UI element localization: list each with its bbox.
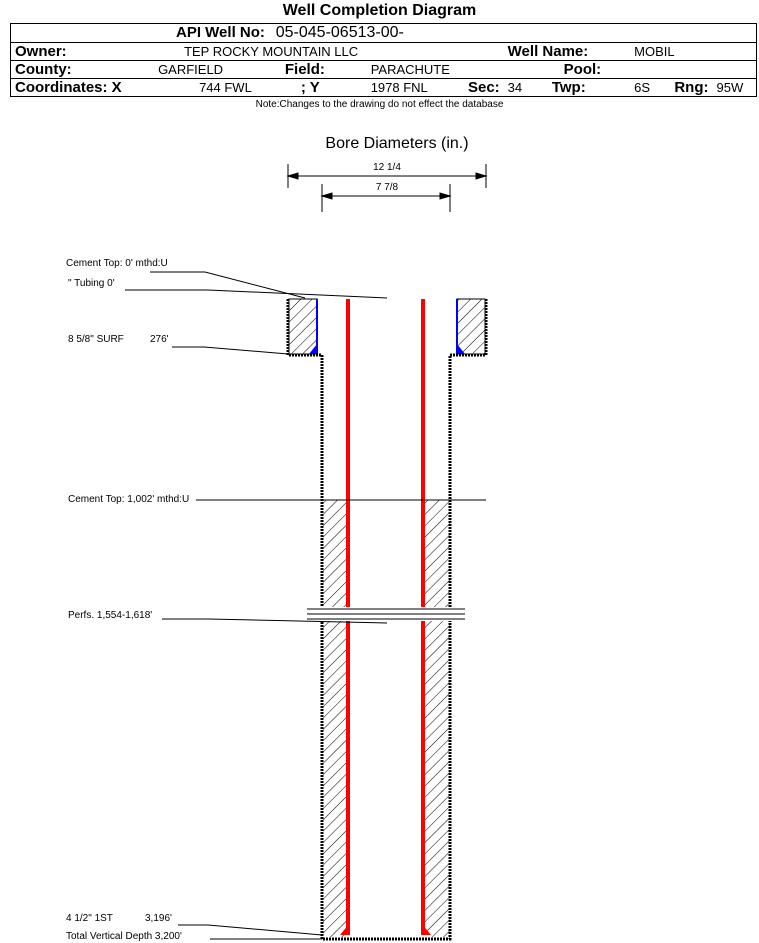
surface-cement xyxy=(288,298,486,355)
sec-label: Sec: xyxy=(467,79,500,96)
bore-dimension-1 xyxy=(286,164,488,188)
county-value: GARFIELD xyxy=(158,62,224,77)
well-name-value: MOBIL xyxy=(634,44,675,59)
surf-depth-label: 276' xyxy=(150,334,169,345)
bore-title: Bore Diameters (in.) xyxy=(325,135,468,152)
api-value: 05-045-06513-00- xyxy=(275,24,404,41)
county-label: County: xyxy=(15,61,72,78)
tvd-label: Total Vertical Depth 3,200' xyxy=(66,931,182,942)
coord-y-value: 1978 FNL xyxy=(370,80,428,95)
cement-top-2-label: Cement Top: 1,002' mthd:U xyxy=(68,494,189,505)
owner-label: Owner: xyxy=(15,43,67,60)
note: Note:Changes to the drawing do not effec… xyxy=(255,99,504,110)
well-header-table: API Well No: 05-045-06513-00- Owner: TEP … xyxy=(10,23,757,97)
rng-label: Rng: xyxy=(674,79,709,96)
bore-dimension-2 xyxy=(320,184,452,212)
coord-x-label: Coordinates: X xyxy=(15,79,122,96)
pool-label: Pool: xyxy=(563,61,602,78)
bore-d1-label: 12 1/4 xyxy=(373,162,401,173)
twp-label: Twp: xyxy=(551,79,586,96)
cement-top-1-label: Cement Top: 0' mthd:U xyxy=(66,258,168,269)
twp-value: 6S xyxy=(634,80,651,95)
surf-casing-label: 8 5/8" SURF xyxy=(68,334,124,345)
field-value: PARACHUTE xyxy=(370,62,450,77)
well-name-label: Well Name: xyxy=(507,43,589,60)
prod-casing-label: 4 1/2" 1ST xyxy=(66,913,113,924)
production-cement xyxy=(323,500,450,937)
coord-y-label: ; Y xyxy=(300,79,320,96)
api-label: API Well No: xyxy=(176,24,265,41)
perforations xyxy=(307,607,465,621)
rng-value: 95W xyxy=(716,80,744,95)
perfs-label: Perfs. 1,554-1,618' xyxy=(68,610,152,621)
bore-d2-label: 7 7/8 xyxy=(376,182,399,193)
page-title: Well Completion Diagram xyxy=(282,2,477,19)
coord-x-value: 744 FWL xyxy=(199,80,252,95)
field-label: Field: xyxy=(284,61,325,78)
sec-value: 34 xyxy=(507,80,523,95)
tubing-label: " Tubing 0' xyxy=(68,278,115,289)
prod-depth-label: 3,196' xyxy=(145,913,172,924)
leader-lines xyxy=(125,271,486,940)
owner-value: TEP ROCKY MOUNTAIN LLC xyxy=(184,44,359,59)
borehole-wall xyxy=(286,299,488,941)
